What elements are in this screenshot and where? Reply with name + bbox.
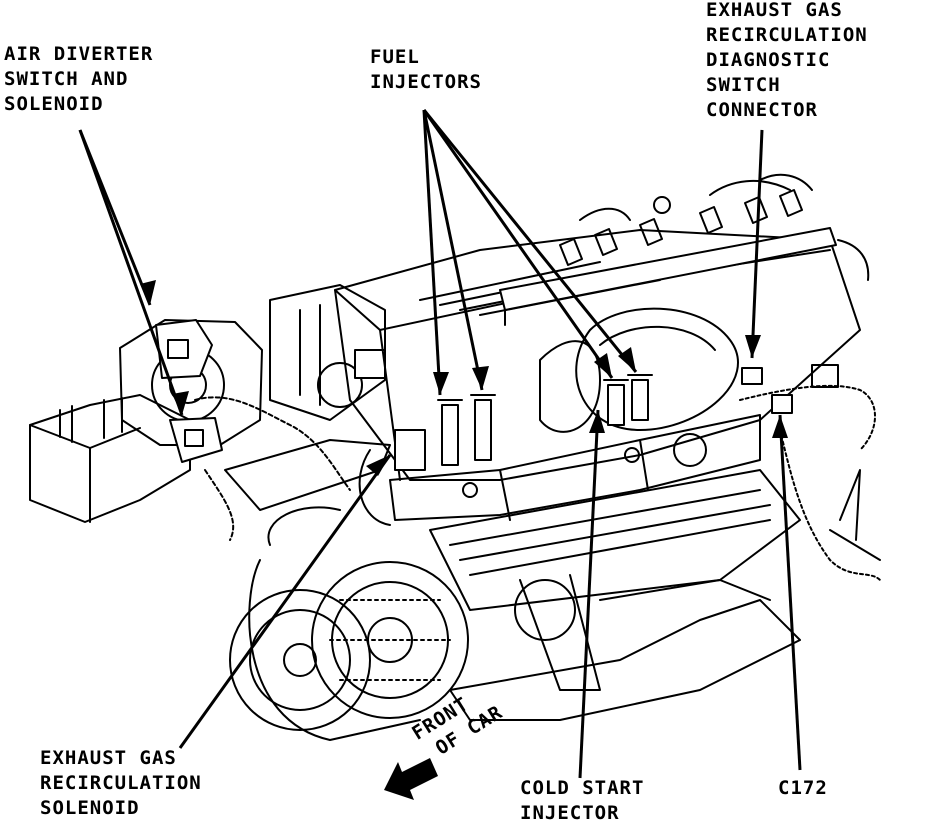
air-diverter-solenoid bbox=[155, 319, 213, 379]
c172-connector bbox=[771, 394, 793, 414]
egr-diag-connector bbox=[741, 367, 763, 385]
leader-fuel-injector-2 bbox=[422, 109, 484, 391]
leader-fuel-injector-4 bbox=[422, 109, 638, 373]
label-line: FUEL bbox=[370, 46, 420, 68]
label-c172: C172 bbox=[778, 776, 828, 801]
fuel-injector-4 bbox=[631, 379, 649, 421]
leader-fuel-injector-1 bbox=[422, 109, 442, 396]
label-line: RECIRCULATION bbox=[40, 772, 202, 794]
label-egr-diagnostic-connector: EXHAUST GAS RECIRCULATION DIAGNOSTIC SWI… bbox=[706, 0, 868, 123]
leader-cold-start bbox=[578, 409, 600, 779]
egr-solenoid-body bbox=[394, 429, 426, 471]
label-line: COLD START bbox=[520, 777, 645, 799]
leader-egr-diag bbox=[750, 129, 764, 359]
fuel-injector-1 bbox=[441, 404, 459, 466]
leader-egr-solenoid bbox=[178, 454, 392, 749]
alternator bbox=[311, 561, 469, 719]
label-line: RECIRCULATION bbox=[706, 24, 868, 46]
label-line: SWITCH AND bbox=[4, 68, 129, 90]
label-line: INJECTORS bbox=[370, 71, 482, 93]
leader-fuel-injector-3 bbox=[422, 109, 614, 379]
label-line: SOLENOID bbox=[4, 93, 104, 115]
label-line: AIR DIVERTER bbox=[4, 43, 154, 65]
fuel-rail bbox=[499, 227, 837, 311]
label-line: EXHAUST GAS bbox=[706, 0, 843, 21]
air-cleaner-housing bbox=[29, 394, 191, 523]
label-line: CONNECTOR bbox=[706, 99, 818, 121]
label-cold-start-injector: COLD START INJECTOR bbox=[520, 776, 644, 826]
label-line: INJECTOR bbox=[520, 802, 620, 824]
label-line: C172 bbox=[778, 777, 828, 799]
label-fuel-injectors: FUEL INJECTORS bbox=[370, 45, 482, 95]
label-line: SWITCH bbox=[706, 74, 781, 96]
fuel-injector-2 bbox=[474, 399, 492, 461]
label-line: DIAGNOSTIC bbox=[706, 49, 831, 71]
label-egr-solenoid: EXHAUST GAS RECIRCULATION SOLENOID bbox=[40, 746, 202, 821]
label-line: SOLENOID bbox=[40, 797, 140, 819]
label-air-diverter: AIR DIVERTER SWITCH AND SOLENOID bbox=[4, 42, 153, 117]
leader-air-diverter-2 bbox=[78, 129, 184, 416]
label-line: EXHAUST GAS bbox=[40, 747, 177, 769]
leader-c172 bbox=[778, 414, 802, 771]
crank-pulley bbox=[229, 589, 371, 731]
fuel-injector-3 bbox=[607, 384, 625, 426]
